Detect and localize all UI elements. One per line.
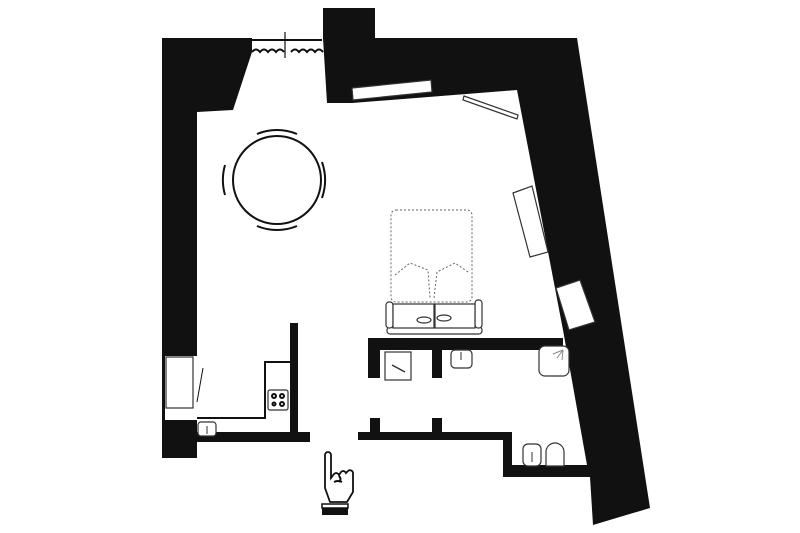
right-wall: [323, 8, 650, 525]
window: [555, 279, 596, 331]
kitchen-sink-icon: [197, 421, 217, 437]
bed-icon: [390, 209, 473, 303]
shower-icon: [538, 345, 570, 377]
door-icon: [384, 351, 412, 381]
round-table-icon: [221, 129, 327, 231]
kitchen-walls: [197, 323, 310, 442]
top-window-radiator-icon: [251, 32, 324, 58]
window: [462, 95, 519, 120]
fridge-door: [196, 367, 204, 403]
kitchen-counter: [197, 361, 290, 419]
bidet-icon: [522, 443, 542, 467]
washbasin-icon: [450, 349, 473, 369]
fridge-icon: [165, 356, 194, 409]
bathroom-partitions: [368, 338, 563, 434]
entrance-hand-icon: [321, 451, 354, 515]
left-wall: [162, 38, 252, 458]
window: [512, 185, 549, 258]
stove-icon: [267, 389, 289, 411]
toilet-icon: [545, 442, 565, 467]
window: [351, 79, 433, 101]
sofa-icon: [385, 299, 483, 335]
